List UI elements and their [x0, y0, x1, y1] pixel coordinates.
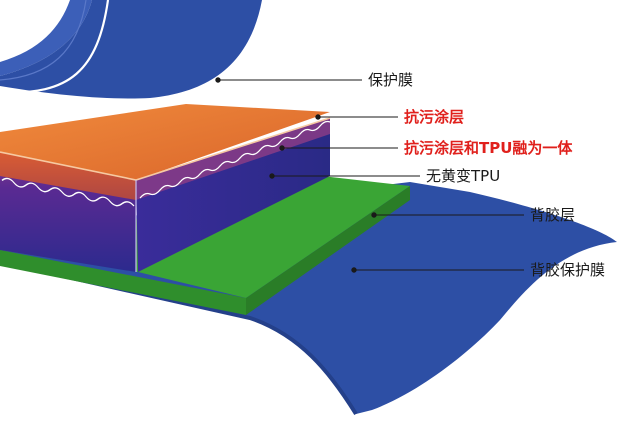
leader-dot-non-yellowing-tpu [269, 173, 275, 179]
non-yellowing-tpu-side [136, 118, 330, 272]
label-protective-film: 保护膜 [368, 71, 414, 89]
leader-dot-adhesive-protective-film [351, 267, 357, 273]
adhesive-layer-front [0, 250, 246, 315]
adhesive-protective-film-edge [0, 260, 358, 416]
fusion-zone-front [0, 152, 136, 200]
fusion-wave-front [1, 177, 135, 207]
protective-film-inner-stripe [0, 0, 87, 81]
leader-dot-protective-film [215, 77, 221, 83]
adhesive-layer-side [246, 186, 410, 315]
protective-film-layer [0, 0, 262, 99]
leader-dot-coating-tpu-fusion [279, 145, 285, 151]
leader-dot-adhesive-layer [371, 212, 377, 218]
leader-dot-antifouling-coating [315, 114, 321, 120]
label-antifouling-coating: 抗污涂层 [404, 108, 465, 126]
label-non-yellowing-tpu: 无黄变TPU [426, 167, 501, 185]
fusion-wave-side [139, 120, 331, 199]
antifouling-coating-top [0, 104, 330, 180]
protective-film-underside [0, 0, 92, 76]
label-adhesive-layer: 背胶层 [530, 206, 576, 224]
protective-film-edge-stripe [0, 0, 110, 94]
fusion-zone-side [136, 118, 330, 200]
label-adhesive-protective-film: 背胶保护膜 [530, 261, 606, 279]
label-coating-tpu-fusion: 抗污涂层和TPU融为一体 [404, 139, 573, 157]
